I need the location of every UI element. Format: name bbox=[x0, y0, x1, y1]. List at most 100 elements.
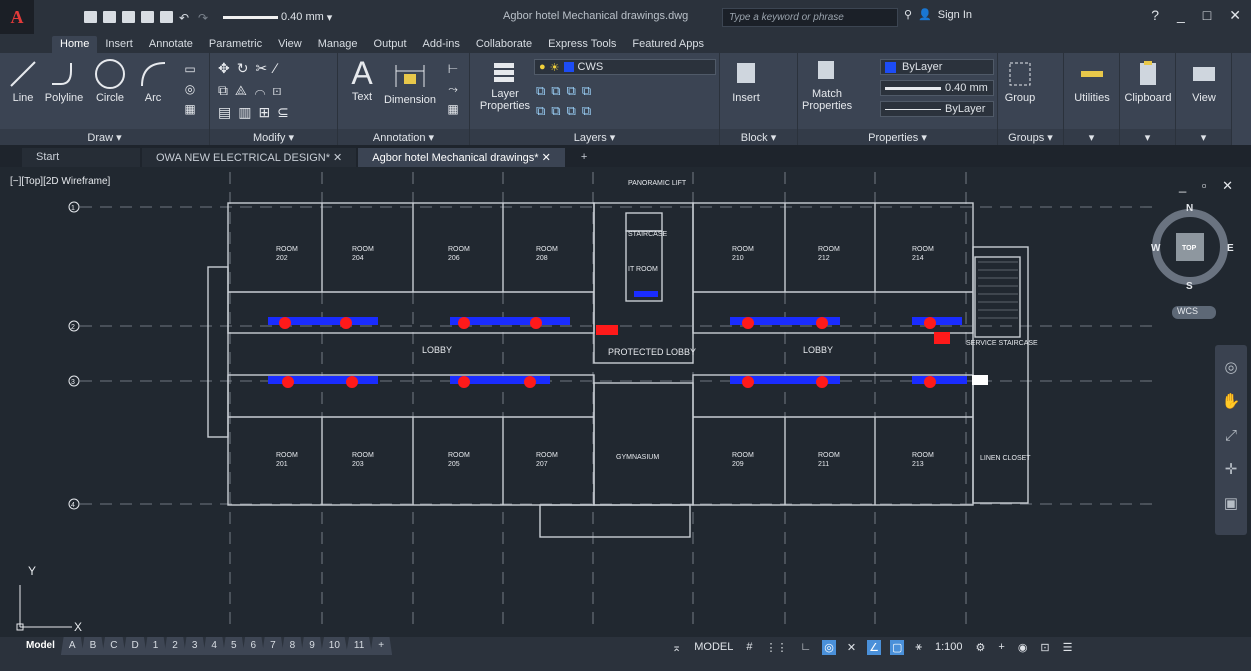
customize-menu-icon[interactable]: ☰ bbox=[1062, 642, 1073, 654]
layer-tools[interactable]: ⧉⧉⧉⧉⧉⧉⧉⧉ bbox=[536, 83, 598, 118]
tab-express-tools[interactable]: Express Tools bbox=[548, 38, 617, 50]
tab-featured-apps[interactable]: Featured Apps bbox=[632, 38, 704, 50]
utilities-tool[interactable]: Utilities bbox=[1068, 61, 1116, 104]
circle-tool[interactable]: Circle bbox=[90, 59, 130, 104]
clipboard-tool[interactable]: Clipboard bbox=[1124, 61, 1172, 104]
layout-tab-5[interactable]: 5 bbox=[222, 637, 245, 655]
app-logo[interactable]: A bbox=[0, 0, 34, 34]
annotation-visibility-icon[interactable]: ⚹ bbox=[915, 641, 922, 653]
tab-agbor-mechanical[interactable]: Agbor hotel Mechanical drawings* ✕ bbox=[358, 148, 565, 167]
search-input[interactable]: Type a keyword or phrase bbox=[722, 8, 898, 27]
layout-tab-model[interactable]: Model bbox=[18, 637, 63, 655]
tab-view[interactable]: View bbox=[278, 38, 302, 50]
clipboard-panel[interactable]: Clipboard ▾ bbox=[1120, 53, 1176, 145]
tab-insert[interactable]: Insert bbox=[105, 38, 133, 50]
linetype-dropdown[interactable]: ByLayer bbox=[880, 101, 994, 117]
close-icon[interactable]: ✕ bbox=[1229, 7, 1241, 23]
groups-panel-title[interactable]: Groups ▾ bbox=[998, 129, 1063, 145]
tab-start[interactable]: Start bbox=[22, 148, 140, 167]
layers-panel-title[interactable]: Layers ▾ bbox=[470, 129, 719, 145]
view-panel[interactable]: View ▾ bbox=[1176, 53, 1232, 145]
isolate-objects-icon[interactable]: ◉ bbox=[1017, 642, 1028, 654]
lineweight-selector[interactable]: 0.40 mm ▾ bbox=[223, 11, 332, 24]
color-dropdown[interactable]: ByLayer bbox=[880, 59, 994, 75]
layout-tab-8[interactable]: 8 bbox=[281, 637, 304, 655]
polar-tracking-icon[interactable]: ◎ bbox=[822, 640, 836, 655]
utilities-panel-arrow[interactable]: ▾ bbox=[1064, 129, 1119, 145]
tab-annotate[interactable]: Annotate bbox=[148, 38, 193, 50]
grid-icon[interactable]: # bbox=[746, 641, 753, 653]
layout-tab-c[interactable]: C bbox=[102, 637, 126, 655]
snap-icon[interactable]: ⋮⋮ bbox=[765, 642, 788, 654]
dimension-tool[interactable]: Dimension bbox=[382, 59, 438, 106]
search-icon[interactable]: ⚲ bbox=[904, 9, 913, 21]
tab-output[interactable]: Output bbox=[373, 38, 407, 50]
line-tool[interactable]: Line bbox=[6, 59, 40, 104]
drawing-canvas[interactable]: 1 2 3 4 bbox=[0, 167, 1251, 637]
tab-parametric[interactable]: Parametric bbox=[208, 38, 263, 50]
lineweight-dropdown[interactable]: 0.40 mm bbox=[880, 80, 994, 96]
clean-screen-icon[interactable]: ⊡ bbox=[1040, 642, 1050, 654]
redo-icon[interactable]: ↷ bbox=[198, 11, 209, 25]
layout-tab-9[interactable]: 9 bbox=[301, 637, 323, 655]
tab-manage[interactable]: Manage bbox=[317, 38, 358, 50]
object-snap-icon[interactable]: ▢ bbox=[889, 640, 905, 655]
modify-panel-title[interactable]: Modify ▾ bbox=[210, 129, 337, 145]
undo-icon[interactable]: ↶ bbox=[179, 11, 190, 25]
help-icon[interactable]: ? bbox=[1151, 7, 1159, 23]
layout-tab-a[interactable]: A bbox=[60, 637, 84, 655]
layout-tab-6[interactable]: 6 bbox=[242, 637, 265, 655]
clipboard-panel-arrow[interactable]: ▾ bbox=[1120, 129, 1175, 145]
layout-tab-2[interactable]: 2 bbox=[164, 637, 186, 655]
tab-add-ins[interactable]: Add-ins bbox=[422, 38, 460, 50]
object-snap-tracking-icon[interactable]: ∠ bbox=[867, 640, 881, 655]
utilities-panel[interactable]: Utilities ▾ bbox=[1064, 53, 1120, 145]
annotation-small-tools[interactable]: ⊢⤳▦ bbox=[447, 62, 459, 116]
text-tool[interactable]: A Text bbox=[344, 55, 380, 103]
nav-tools[interactable]: ◎✋⤢✛▣ bbox=[1221, 359, 1241, 512]
tab-home[interactable]: Home bbox=[52, 36, 98, 53]
tab-owa-electrical[interactable]: OWA NEW ELECTRICAL DESIGN* ✕ bbox=[142, 148, 357, 167]
viewcube-top[interactable]: TOP bbox=[1182, 245, 1197, 252]
tab-collaborate[interactable]: Collaborate bbox=[475, 38, 533, 50]
ortho-icon[interactable]: ∟ bbox=[800, 641, 812, 653]
model-space-button[interactable]: MODEL bbox=[694, 641, 734, 653]
isodraft-icon[interactable]: ✕ bbox=[846, 642, 857, 654]
new-file-icon[interactable] bbox=[84, 11, 97, 23]
command-line-toggle-icon[interactable]: ⌅ bbox=[672, 642, 682, 654]
new-tab-button[interactable]: + bbox=[580, 151, 588, 163]
group-tool[interactable]: Group bbox=[1002, 59, 1038, 104]
layout-tab-1[interactable]: 1 bbox=[144, 637, 167, 655]
annotation-scale-button[interactable]: 1:100 bbox=[934, 641, 963, 653]
draw-small-tools[interactable]: ▭◎▦ bbox=[184, 62, 196, 116]
layer-properties-tool[interactable]: Layer Properties bbox=[476, 59, 534, 112]
plot-icon[interactable] bbox=[160, 11, 173, 23]
arc-tool[interactable]: Arc bbox=[136, 59, 170, 104]
sign-in-button[interactable]: ⚲ 👤 Sign In bbox=[904, 8, 972, 22]
wcs-menu[interactable]: WCS bbox=[1172, 306, 1216, 319]
viewcube[interactable] bbox=[1152, 209, 1228, 285]
insert-tool[interactable]: Insert bbox=[726, 59, 766, 104]
workspace-gear-icon[interactable]: ⚙ bbox=[975, 642, 986, 654]
layout-tab-10[interactable]: 10 bbox=[320, 637, 348, 655]
layout-tab-add[interactable]: + bbox=[370, 637, 393, 655]
layout-tab-b[interactable]: B bbox=[81, 637, 105, 655]
viewport-controls-label[interactable]: [−][Top][2D Wireframe] bbox=[10, 176, 111, 187]
maximize-icon[interactable]: □ bbox=[1202, 7, 1212, 23]
match-properties-tool[interactable]: Match Properties bbox=[802, 59, 852, 112]
block-panel-title[interactable]: Block ▾ bbox=[720, 129, 797, 145]
layout-tab-11[interactable]: 11 bbox=[345, 637, 373, 655]
draw-panel-title[interactable]: Draw ▾ bbox=[0, 129, 209, 145]
save-icon[interactable] bbox=[122, 11, 135, 23]
save-as-icon[interactable] bbox=[141, 11, 154, 23]
modify-tools[interactable]: ✥↻✂∕⧉⟁⌒⊡▤▥⊞⊆ bbox=[218, 60, 296, 120]
annotation-monitor-icon[interactable]: + bbox=[998, 641, 1005, 653]
layer-dropdown[interactable]: ● ☀ CWS bbox=[534, 59, 716, 75]
open-file-icon[interactable] bbox=[103, 11, 116, 23]
viewport-window-controls[interactable]: _ ▫ ✕ bbox=[1179, 178, 1239, 193]
layout-tab-4[interactable]: 4 bbox=[203, 637, 225, 655]
layout-tab-d[interactable]: D bbox=[123, 637, 147, 655]
layout-tab-7[interactable]: 7 bbox=[262, 637, 284, 655]
layout-tab-3[interactable]: 3 bbox=[183, 637, 206, 655]
view-tool[interactable]: View bbox=[1180, 61, 1228, 104]
